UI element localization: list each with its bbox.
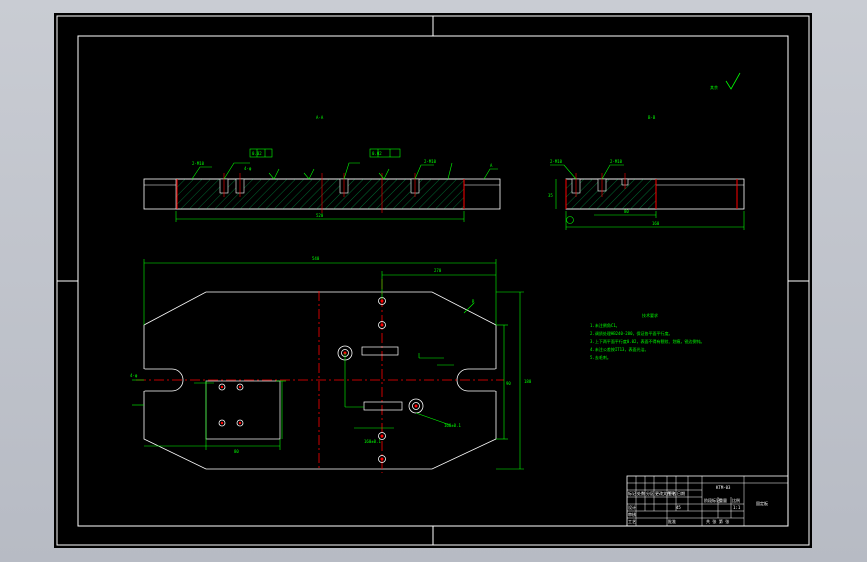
tb-ratio-label: 比例	[732, 497, 740, 503]
note-line-5: 5.去毛刺。	[590, 354, 611, 360]
dim-160-left: 160±0.1	[364, 439, 381, 444]
leader-b-text: 2-M10	[424, 159, 437, 164]
inner-border	[77, 35, 789, 527]
tb-zone: 分区	[646, 490, 654, 496]
tb-count: 处数	[637, 490, 645, 496]
dim-left-length: 520	[316, 213, 324, 218]
tb-approve: 批准	[668, 518, 676, 524]
tb-mark: 标记	[628, 490, 636, 496]
title-block: KTM-03 固定板 标记 处数 分区 更改文件号 签名 日期 设计 审核 工艺…	[626, 475, 789, 527]
dim-slot: 4-φ	[130, 373, 138, 378]
note-line-4: 4.未注公差按IT13，表面光洁。	[590, 346, 648, 352]
tb-design: 设计	[628, 504, 636, 510]
dim-inner-rect: 80	[234, 449, 239, 454]
leader-d-text: 2-M10	[610, 159, 623, 164]
notes-title: 技术要求	[642, 312, 658, 318]
section-a-view: 520 2-M10 0.02 4-φ 0.02 2-M10 A	[143, 148, 501, 222]
title-drawing-no: KTM-03	[716, 485, 731, 490]
tb-scale: 1:1	[733, 505, 741, 510]
center-marks	[57, 16, 809, 545]
tolerance-a: 0.02	[252, 151, 262, 156]
plan-view: 540 270 180 90 160±0.1 160±0.1 R 4-φ 80	[130, 256, 532, 473]
dim-half: 270	[434, 268, 442, 273]
section-a-label: A-A	[316, 115, 324, 120]
dim-right-offset: 80	[624, 209, 629, 214]
dim-radius: R	[472, 299, 475, 304]
dim-height-right: 180	[524, 379, 532, 384]
leader-c-text: 2-M10	[550, 159, 563, 164]
note-line-2: 2.调质处理HB240-280，保证各平面平行度。	[590, 330, 673, 336]
dim-height-small: 90	[506, 381, 511, 386]
outer-border	[56, 15, 810, 546]
cad-drawing: 其余 A-A	[56, 15, 810, 546]
note-line-3: 3.上下两平面平行度0.02，表面不得有裂纹、划痕，锐边倒钝。	[590, 338, 704, 344]
tb-material: 45	[676, 505, 681, 510]
roughness-symbol: 其余	[710, 72, 741, 90]
tb-stage: 阶段标记	[704, 497, 720, 503]
technical-notes: 技术要求 1.未注倒角C1。 2.调质处理HB240-280，保证各平面平行度。…	[590, 312, 704, 360]
note-line-1: 1.未注倒角C1。	[590, 322, 620, 328]
tb-check: 审核	[628, 511, 636, 517]
datum-a: A	[490, 163, 493, 168]
dim-160-right: 160±0.1	[444, 423, 461, 428]
tb-change: 更改文件号	[655, 490, 675, 496]
tb-sheet-info: 共 张 第 张	[706, 518, 729, 524]
hole-callout-a: 4-φ	[244, 166, 252, 171]
title-part-name: 固定板	[756, 500, 768, 506]
dim-depth: 35	[548, 193, 553, 198]
section-b-label: B-B	[648, 115, 656, 120]
leader-a-text: 2-M10	[192, 161, 205, 166]
tb-process: 工艺	[628, 519, 636, 524]
drawing-sheet: 其余 A-A	[54, 13, 812, 548]
section-b-view: 80 160 2-M10 2-M10 35	[548, 159, 745, 230]
tb-date: 日期	[677, 490, 685, 496]
tolerance-b: 0.02	[372, 151, 382, 156]
tb-sign: 签名	[668, 490, 676, 496]
dim-right-width: 160	[652, 221, 660, 226]
roughness-note: 其余	[710, 84, 718, 90]
tb-weight: 重量	[719, 497, 727, 503]
dim-overall: 540	[312, 256, 320, 261]
